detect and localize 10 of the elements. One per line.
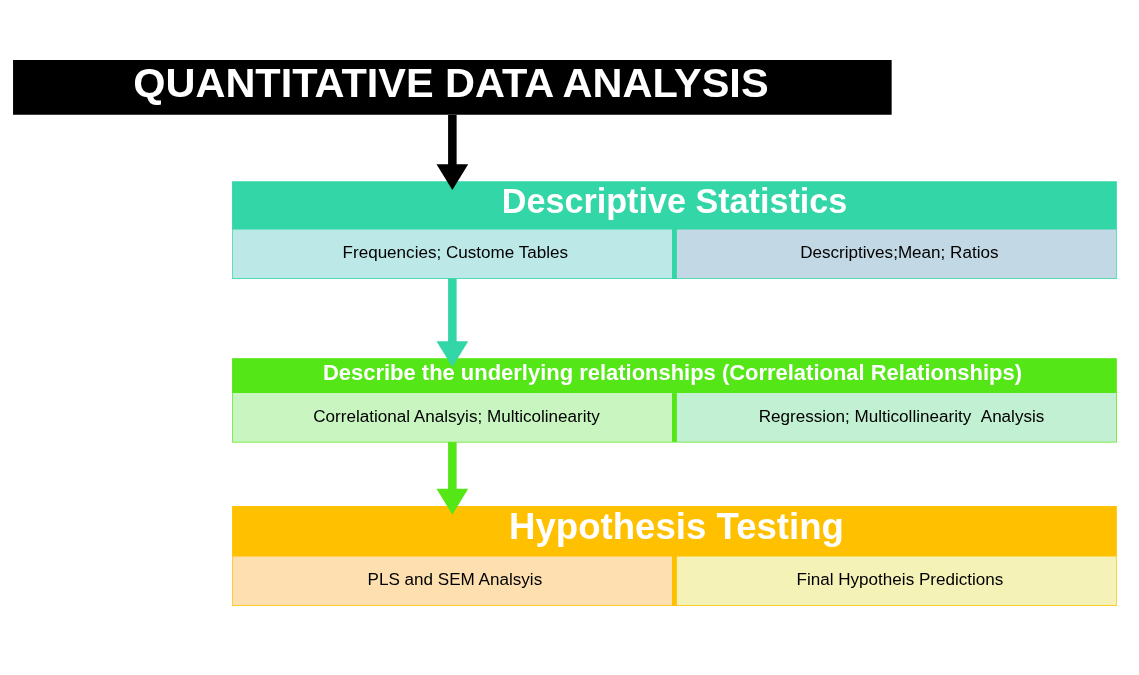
- node-box: Final Hypotheis Predictions: [676, 556, 1117, 606]
- node-box: Correlational Analsyis; Multicolinearity: [232, 393, 672, 442]
- node-box: PLS and SEM Analsyis: [232, 556, 672, 606]
- node-box: Regression; Multicollinearity Analysis: [676, 393, 1117, 442]
- arrow: [436, 442, 469, 515]
- node-box: Frequencies; Custome Tables: [232, 229, 672, 279]
- node-box: Descriptives;Mean; Ratios: [676, 229, 1117, 279]
- arrow: [436, 278, 469, 368]
- node-box: QUANTITATIVE DATA ANALYSIS: [13, 59, 892, 115]
- arrow: [436, 114, 469, 191]
